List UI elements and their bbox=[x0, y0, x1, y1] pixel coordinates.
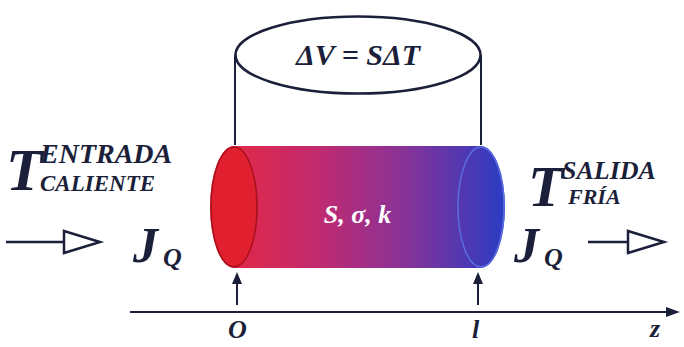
heat-flux-symbol: J bbox=[514, 220, 539, 270]
subscript: FRÍA bbox=[568, 186, 621, 208]
heat-flow-arrow-out bbox=[588, 231, 664, 253]
voltage-oval: ΔV = SΔT bbox=[234, 15, 482, 95]
z-axis bbox=[130, 272, 680, 317]
superscript: ENTRADA bbox=[40, 140, 172, 168]
heat-flow-arrow-in bbox=[6, 231, 100, 253]
voltage-lead bbox=[480, 55, 482, 145]
superscript: SALIDA bbox=[562, 158, 656, 184]
axis-tick-label: l bbox=[472, 317, 479, 343]
heat-flux-symbol: J bbox=[133, 220, 158, 270]
subscript: CALIENTE bbox=[40, 172, 155, 195]
axis-label: z bbox=[650, 316, 660, 342]
subscript: Q bbox=[544, 245, 563, 271]
thermoelectric-element: S, σ, k bbox=[210, 145, 505, 269]
temperature-symbol: T bbox=[6, 140, 43, 200]
voltage-lead bbox=[234, 55, 236, 145]
temperature-symbol: T bbox=[528, 158, 563, 216]
voltage-equation: ΔV = SΔT bbox=[296, 40, 420, 70]
material-properties: S, σ, k bbox=[324, 202, 391, 228]
subscript: Q bbox=[163, 245, 182, 271]
axis-tick-label: O bbox=[228, 317, 247, 343]
